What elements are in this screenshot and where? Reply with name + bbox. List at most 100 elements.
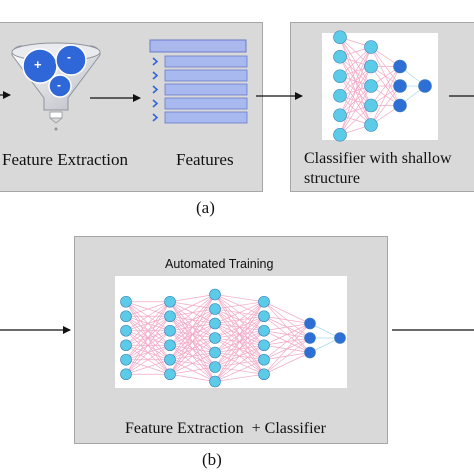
network-node	[364, 118, 378, 132]
network-edge	[263, 337, 311, 375]
funnel-symbol-plus: +	[34, 57, 42, 72]
network-node	[364, 59, 378, 74]
chevron-right-icon	[152, 85, 159, 94]
network-node	[333, 108, 347, 123]
network-edge	[263, 315, 311, 324]
network-node	[333, 88, 347, 103]
chevron-right-icon	[152, 99, 159, 108]
network-node	[120, 339, 132, 352]
network-node	[164, 295, 176, 308]
network-edge	[169, 352, 216, 375]
network-node	[304, 332, 316, 344]
network-node	[364, 40, 378, 54]
network-edge	[339, 105, 372, 136]
network-node	[209, 375, 221, 388]
network-edge	[125, 301, 171, 332]
feature-row	[164, 111, 248, 124]
network-node	[209, 288, 221, 301]
network-node	[334, 332, 346, 344]
network-node	[164, 339, 176, 352]
network-node	[120, 310, 132, 323]
network-edge	[214, 316, 265, 382]
feature-extraction-classifier-label: Feature Extraction + Classifier	[125, 420, 326, 437]
network-node	[258, 339, 270, 352]
network-node	[164, 353, 176, 366]
feature-row	[164, 69, 248, 82]
network-edge	[169, 294, 216, 303]
network-edge	[125, 359, 171, 375]
funnel-ball-right	[55, 44, 87, 76]
network-edge	[263, 323, 311, 361]
network-node	[164, 310, 176, 323]
network-edge	[169, 294, 216, 346]
features-label: Features	[176, 150, 234, 169]
network-node	[333, 49, 347, 64]
network-edge	[214, 301, 265, 353]
network-edge	[169, 294, 216, 375]
caption-a: (a)	[196, 198, 215, 217]
network-edge	[214, 373, 265, 382]
network-edge	[125, 301, 171, 375]
network-edge	[339, 46, 372, 116]
network-node	[393, 79, 407, 93]
network-node	[209, 317, 221, 330]
network-edge	[339, 66, 372, 135]
network-node	[393, 98, 407, 113]
network-node	[364, 98, 378, 113]
network-node	[304, 317, 316, 330]
network-edge	[339, 85, 372, 135]
network-node	[304, 346, 316, 359]
network-edge	[214, 301, 265, 382]
classifier-label-line1: Classifier with shallow	[304, 150, 452, 167]
feature-row	[164, 97, 248, 110]
feature-row	[164, 83, 248, 96]
funnel-symbol-minus-bottom: -	[57, 78, 61, 92]
network-node	[258, 368, 270, 381]
network-edge	[370, 85, 401, 126]
network-edge	[263, 323, 311, 346]
network-edge	[263, 301, 311, 324]
network-edge	[339, 46, 372, 77]
network-node	[120, 368, 132, 381]
network-node	[418, 79, 432, 93]
network-edge	[214, 330, 265, 382]
network-edge	[263, 323, 311, 332]
classifier-label-line2: structure	[304, 170, 360, 187]
funnel-ball-bottom	[48, 74, 72, 98]
network-edge	[370, 66, 401, 106]
feature-rows	[152, 55, 248, 124]
network-node	[209, 303, 221, 315]
network-node	[258, 295, 270, 308]
network-edge	[370, 66, 401, 126]
chevron-right-icon	[152, 71, 159, 80]
features-list-icon	[149, 39, 248, 124]
network-edge	[125, 330, 171, 375]
feature-extraction-label: Feature Extraction	[2, 150, 129, 169]
funnel-symbol-minus-right: -	[67, 50, 71, 64]
network-node	[164, 368, 176, 381]
network-edge	[169, 366, 216, 375]
funnel-icon	[11, 42, 101, 131]
network-edge	[263, 323, 311, 375]
network-edge	[214, 359, 265, 382]
network-node	[364, 79, 378, 93]
network-edge	[125, 301, 171, 317]
chevron-right-icon	[152, 57, 159, 66]
chevron-right-icon	[152, 113, 159, 122]
network-node	[393, 59, 407, 74]
network-edge	[214, 294, 265, 303]
network-edge	[214, 301, 265, 324]
network-node	[333, 30, 347, 45]
network-edge	[169, 294, 216, 332]
network-node	[120, 353, 132, 366]
network-edge	[214, 301, 265, 310]
deep-network	[120, 288, 346, 388]
network-edge	[169, 294, 216, 360]
network-node	[258, 324, 270, 337]
network-node	[120, 324, 132, 337]
network-edge	[214, 301, 265, 339]
network-node	[258, 310, 270, 323]
network-edge	[169, 323, 216, 375]
network-edge	[125, 316, 171, 375]
network-edge	[339, 46, 372, 135]
